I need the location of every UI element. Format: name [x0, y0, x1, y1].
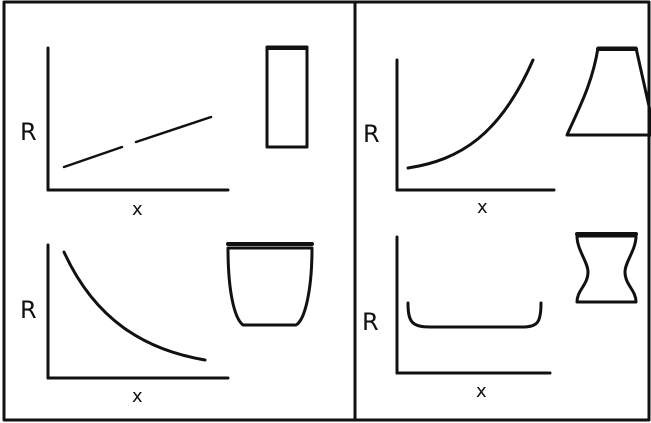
bottom-right-ylabel: R [362, 308, 379, 336]
flared-base-vessel [567, 48, 651, 135]
panel-bottom-right: R x [362, 234, 636, 402]
bottom-left-curve-decreasing [64, 252, 205, 360]
bottom-right-axes [397, 237, 550, 373]
panel-top-right: R x [363, 48, 651, 218]
waisted-jar-vessel [577, 234, 636, 302]
bottom-right-curve-u-shaped [408, 303, 541, 327]
top-right-ylabel: R [363, 120, 380, 148]
bucket-vessel [228, 244, 312, 325]
outer-frame [4, 2, 649, 420]
panel-top-left: R x [20, 47, 307, 220]
top-left-ylabel: R [20, 118, 37, 146]
cylinder-vessel [267, 47, 307, 147]
top-right-xlabel: x [477, 197, 488, 218]
top-right-axes [397, 60, 554, 190]
bottom-right-xlabel: x [476, 381, 487, 402]
top-left-axes [48, 48, 228, 190]
panel-bottom-left: R x [20, 244, 312, 407]
top-left-curve-linear [64, 117, 211, 167]
bottom-left-xlabel: x [132, 386, 143, 407]
top-left-xlabel: x [132, 199, 143, 220]
bottom-left-ylabel: R [20, 296, 37, 324]
top-right-curve-exponential [408, 60, 533, 168]
